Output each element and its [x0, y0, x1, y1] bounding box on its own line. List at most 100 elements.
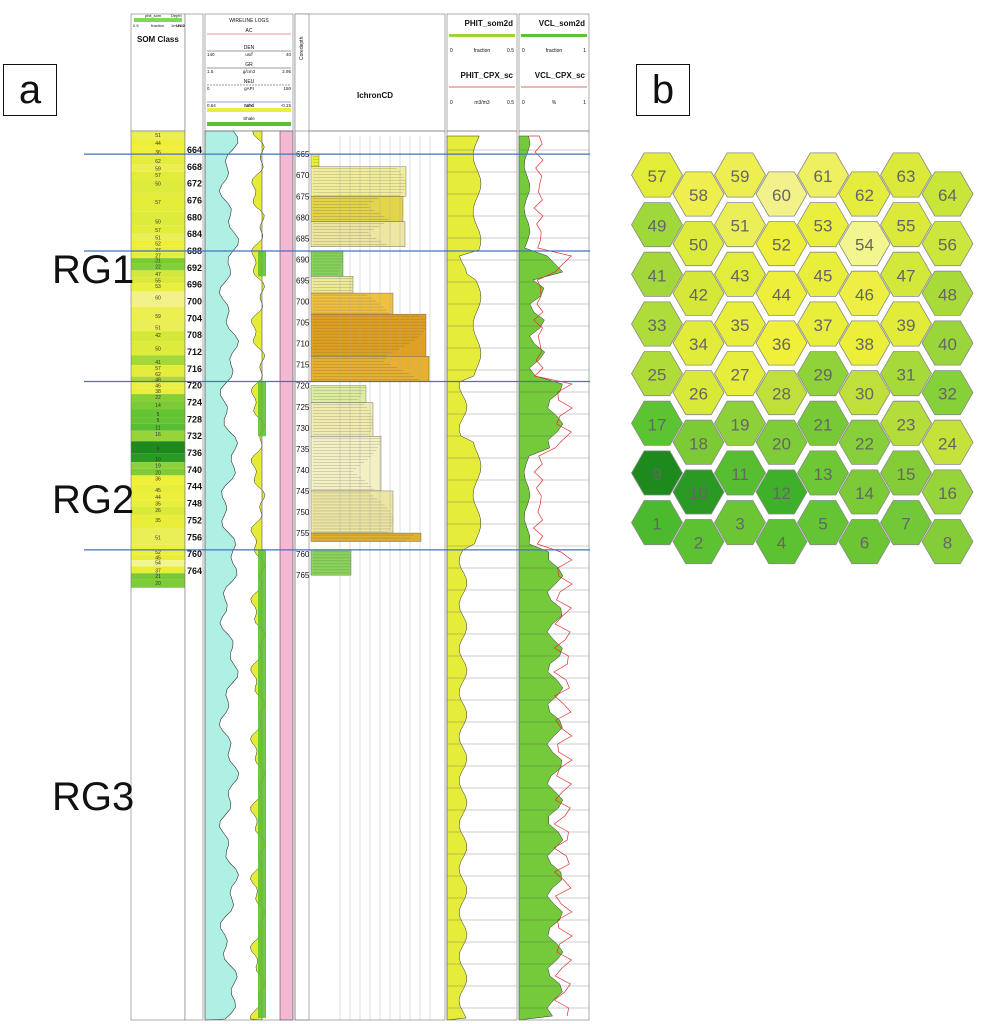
som-node-hexagon: [672, 221, 725, 267]
som-node-hexagon: [631, 251, 683, 297]
som-node-hexagon: [755, 419, 808, 465]
som-class-label: 21: [155, 259, 161, 265]
som-class-label: 44: [155, 141, 161, 147]
som-node-55: 55: [880, 202, 932, 248]
som-class-band: [131, 179, 185, 193]
som-node-hexagon: [631, 202, 683, 248]
som-node-hexagon: [714, 152, 766, 198]
wireline-scale-left: 140: [207, 52, 215, 57]
phit-scale1-min: 0: [450, 48, 453, 54]
core-depth-tick: 755: [296, 529, 310, 538]
phit-colorbar: [449, 34, 515, 37]
som-node-hexagon: [672, 419, 725, 465]
som-class-label: 10: [155, 457, 161, 463]
som-node-42: 42: [672, 270, 725, 316]
phit-title-2: PHIT_CPX_sc: [461, 71, 514, 80]
sand-fill-swatch: [207, 108, 291, 112]
vcl-scale1-max: 1: [583, 48, 586, 54]
som-header-small-text: Ms-2: [176, 23, 186, 28]
phit-track-border: [446, 130, 518, 1021]
som-node-hexagon: [880, 500, 932, 546]
depth-tick-label: 752: [187, 515, 202, 525]
som-class-label: 21: [155, 574, 161, 580]
som-node-hexagon: [797, 500, 849, 546]
som-node-64: 64: [921, 171, 974, 217]
som-node-hexagon: [672, 171, 725, 217]
som-node-hexagon: [714, 450, 766, 496]
som-class-band: [131, 401, 185, 410]
som-node-hexagon: [755, 171, 808, 217]
som-class-band: [131, 246, 185, 253]
som-node-31: 31: [880, 351, 932, 397]
som-node-22: 22: [838, 419, 891, 465]
som-node-hexagon: [797, 400, 849, 446]
som-node-27: 27: [714, 351, 766, 397]
som-class-band: [131, 506, 185, 515]
som-node-15: 15: [880, 450, 932, 496]
core-depth-tick: 710: [296, 340, 310, 349]
som-node-hexagon: [755, 370, 808, 416]
wireline-scale-left: 0.64: [207, 103, 216, 108]
som-class-band: [131, 573, 185, 580]
som-class-band: [131, 147, 185, 157]
som-node-45: 45: [797, 251, 849, 297]
som-node-56: 56: [921, 221, 974, 267]
core-depth-tick: 725: [296, 403, 310, 412]
som-node-number: 30: [855, 385, 874, 404]
lithology-band: [310, 292, 394, 315]
som-class-label: 48: [155, 377, 161, 383]
som-node-61: 61: [797, 152, 849, 198]
core-depth-tick: 675: [296, 192, 310, 201]
som-class-band: [131, 341, 185, 356]
som-class-band: [131, 554, 185, 560]
lithology-band: [310, 166, 407, 197]
phit-scale2-unit: m3/m3: [474, 100, 490, 106]
som-class-label: 55: [155, 278, 161, 284]
som-node-hexagon: [880, 400, 932, 446]
som-header-small-text: 0.5: [133, 23, 139, 28]
som-node-number: 33: [648, 316, 667, 335]
vcl-fill: [518, 135, 564, 1021]
som-node-hexagon: [797, 152, 849, 198]
som-node-16: 16: [921, 469, 974, 515]
som-class-label: 44: [155, 495, 161, 501]
lithology-band: [310, 250, 344, 277]
shale-fill-swatch: [207, 122, 291, 126]
som-node-4: 4: [755, 519, 808, 565]
depth-tick-label: 708: [187, 330, 202, 340]
som-class-band: [131, 468, 185, 476]
core-depth-tick: 700: [296, 298, 310, 307]
som-node-hexagon: [921, 270, 974, 316]
som-node-62: 62: [838, 171, 891, 217]
som-node-44: 44: [755, 270, 808, 316]
som-node-hexagon: [921, 171, 974, 217]
som-class-band: [131, 394, 185, 402]
som-node-hexagon: [838, 370, 891, 416]
som-node-number: 37: [814, 316, 833, 335]
lithology-band: [310, 490, 394, 534]
som-node-hexagon: [672, 320, 725, 366]
som-class-label: 45: [155, 488, 161, 494]
som-node-hexagon: [714, 351, 766, 397]
som-class-label: 53: [155, 284, 161, 290]
vcl-scale2-unit: %: [552, 100, 557, 106]
depth-tick-label: 680: [187, 212, 202, 222]
som-node-number: 38: [855, 335, 874, 354]
som-class-label: 14: [155, 403, 161, 409]
som-node-number: 61: [814, 167, 833, 186]
som-class-band: [131, 382, 185, 389]
core-depth-tick: 680: [296, 213, 310, 222]
core-depth-tick: 730: [296, 424, 310, 433]
som-node-number: 60: [772, 186, 791, 205]
vcl-title-2: VCL_CPX_sc: [535, 71, 586, 80]
som-class-band: [131, 376, 185, 383]
som-node-number: 62: [855, 186, 874, 205]
som-node-number: 27: [731, 366, 750, 385]
vcl-scale1-min: 0: [522, 48, 525, 54]
som-node-hexagon: [672, 469, 725, 515]
depth-tick-label: 684: [187, 229, 202, 239]
som-class-label: 57: [155, 228, 161, 234]
som-node-10: 10: [672, 469, 725, 515]
som-class-label: 59: [155, 166, 161, 172]
som-node-number: 8: [943, 534, 952, 553]
